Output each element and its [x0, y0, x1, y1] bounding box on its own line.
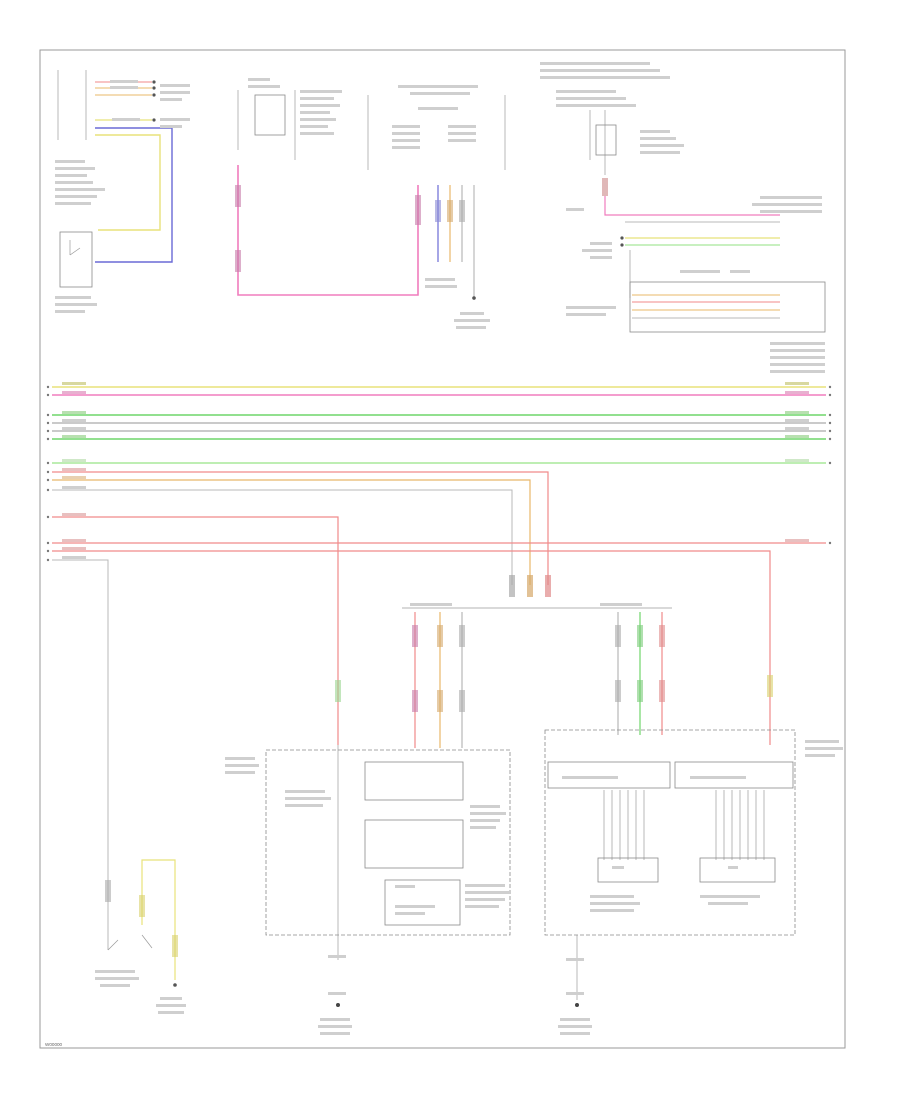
horizontal-bus-wires: [52, 386, 826, 950]
lower-left-module: [225, 745, 511, 1035]
bus-right-labels: [785, 382, 809, 542]
lower-right-module: [544, 729, 843, 1035]
top-center-left-circuit: [235, 78, 421, 296]
top-center-instrument-cluster: [367, 85, 506, 329]
bus-left-labels: [62, 382, 86, 559]
bus-end-dots: [46, 385, 832, 562]
central-junction: [335, 575, 773, 748]
top-right-module: [540, 62, 826, 373]
bottom-left-switches: [95, 859, 186, 1014]
diagram-frame: [39, 49, 846, 1049]
top-left-connector-block: [57, 70, 173, 288]
top-left-labels: [55, 80, 190, 313]
footer-code: W00000: [45, 1042, 63, 1047]
